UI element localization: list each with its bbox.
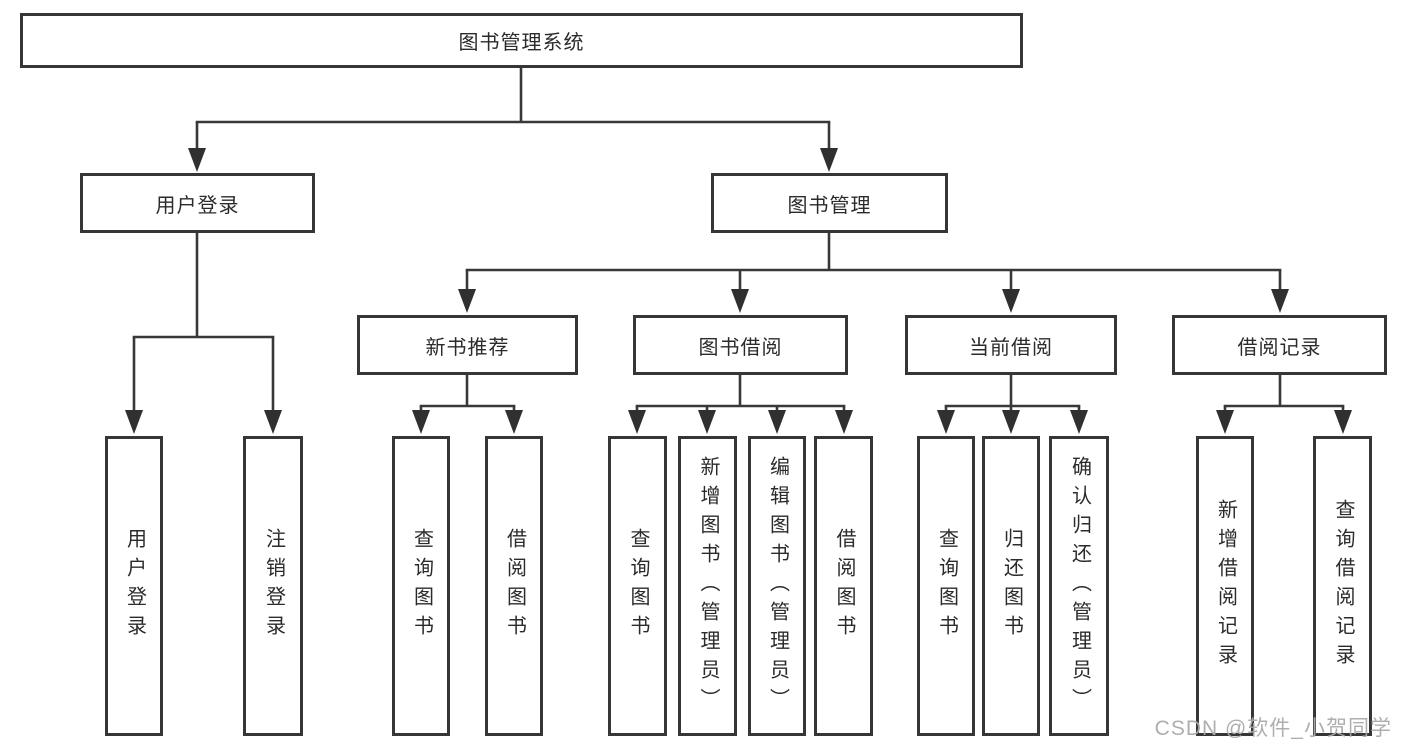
- node-label: 查询借阅记录: [1332, 499, 1354, 673]
- node-new-book-recommend: 新书推荐: [357, 315, 578, 375]
- node-label: 查询图书: [627, 528, 649, 644]
- node-borrow-records: 借阅记录: [1172, 315, 1387, 375]
- leaf-confirm-return-admin: 确认归还（管理员）: [1049, 436, 1109, 736]
- node-label: 当前借阅: [969, 336, 1053, 359]
- node-label: 图书借阅: [698, 336, 783, 359]
- node-current-borrow: 当前借阅: [905, 315, 1117, 375]
- node-label: 借阅记录: [1237, 336, 1322, 359]
- leaf-query-books-current: 查询图书: [917, 436, 975, 736]
- node-label: 图书管理系统: [458, 32, 585, 54]
- leaf-edit-book-admin: 编辑图书（管理员）: [748, 436, 806, 736]
- node-user-login-group: 用户登录: [80, 173, 315, 233]
- node-label: 新增借阅记录: [1214, 499, 1237, 673]
- node-label: 图书管理: [787, 194, 872, 217]
- leaf-add-borrow-record: 新增借阅记录: [1196, 436, 1254, 736]
- leaf-user-login: 用户登录: [105, 436, 163, 736]
- node-label: 归还图书: [1000, 528, 1023, 644]
- csdn-watermark: CSDN @软件_小贺同学: [1154, 717, 1392, 740]
- arrowheads: [125, 148, 1352, 434]
- node-label: 查询图书: [410, 528, 433, 644]
- leaf-query-borrow-record: 查询借阅记录: [1313, 436, 1372, 736]
- leaf-return-book: 归还图书: [982, 436, 1040, 736]
- leaf-query-books-recommend: 查询图书: [392, 436, 450, 736]
- node-label: 用户登录: [123, 528, 146, 644]
- node-library-management-system: 图书管理系统: [20, 13, 1023, 68]
- leaf-logout: 注销登录: [243, 436, 303, 736]
- leaf-borrow-books: 借阅图书: [814, 436, 873, 736]
- node-label: 借阅图书: [833, 528, 855, 644]
- leaf-query-books-borrow: 查询图书: [608, 436, 667, 736]
- node-label: 编辑图书（管理员）: [766, 455, 789, 717]
- leaf-add-book-admin: 新增图书（管理员）: [678, 436, 737, 736]
- node-book-management-group: 图书管理: [711, 173, 948, 233]
- node-label: 借阅图书: [503, 528, 526, 644]
- node-label: 新增图书（管理员）: [697, 455, 719, 717]
- node-label: 用户登录: [155, 194, 240, 217]
- node-label: 注销登录: [262, 528, 285, 644]
- node-label: 查询图书: [935, 528, 958, 644]
- node-label: 确认归还（管理员）: [1068, 455, 1091, 717]
- node-book-borrow: 图书借阅: [633, 315, 848, 375]
- node-label: 新书推荐: [425, 336, 510, 359]
- leaf-borrow-books-recommend: 借阅图书: [485, 436, 543, 736]
